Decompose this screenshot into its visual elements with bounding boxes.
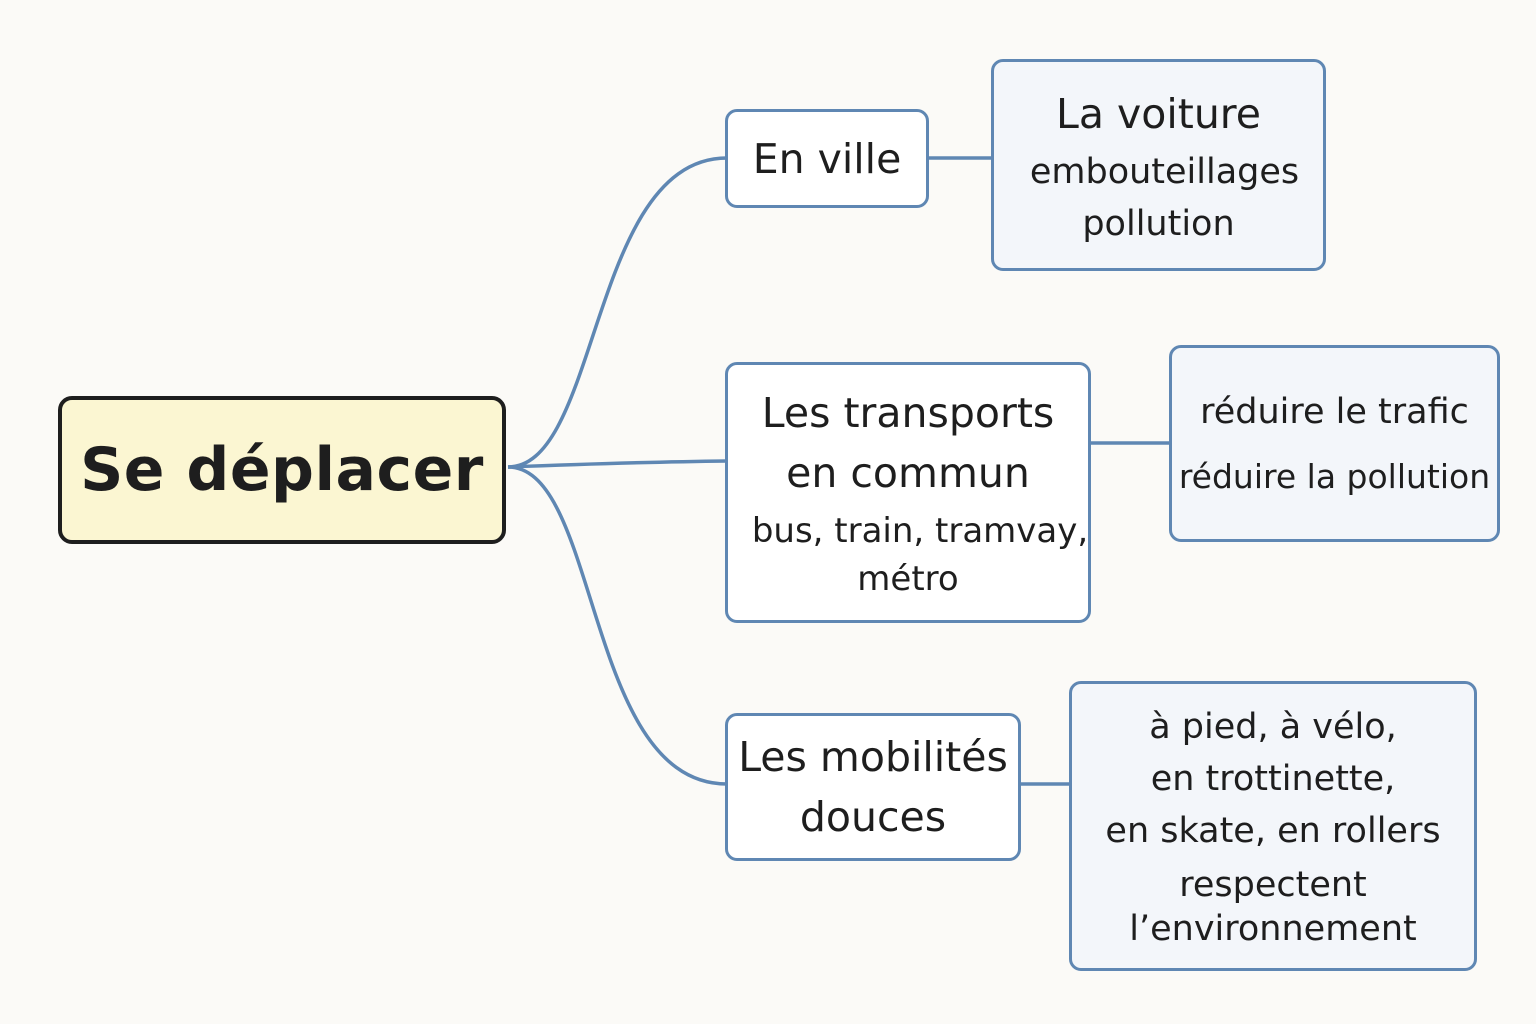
detail-node-modes-doux[interactable]: à pied, à vélo, en trottinette, en skate…: [1069, 681, 1477, 971]
link-root-mobilites: [507, 465, 728, 786]
detail-line: embouteillages: [1029, 152, 1300, 192]
detail-node-la-voiture[interactable]: La voiture embouteillages pollution: [991, 59, 1326, 271]
branch-title: en commun: [786, 448, 1030, 497]
branch-subtitle: bus, train, tramvay,: [751, 510, 1089, 551]
branch-title: Les transports: [761, 388, 1055, 437]
detail-line: réduire le trafic: [1200, 391, 1469, 432]
branch-node-transports-en-commun[interactable]: Les transports en commun bus, train, tra…: [725, 362, 1091, 623]
link-root-transports: [507, 459, 728, 469]
detail-line: respectent: [1179, 865, 1367, 905]
root-label: Se déplacer: [80, 435, 484, 505]
root-node[interactable]: Se déplacer: [58, 396, 506, 544]
branch-node-en-ville[interactable]: En ville: [725, 109, 929, 208]
link-root-ville: [507, 156, 728, 469]
detail-line: réduire la pollution: [1178, 456, 1491, 496]
detail-line: en skate, en rollers: [1105, 811, 1441, 851]
detail-node-reduire[interactable]: réduire le trafic réduire la pollution: [1169, 345, 1500, 542]
branch-node-mobilites-douces[interactable]: Les mobilités douces: [725, 713, 1021, 861]
detail-line: à pied, à vélo,: [1149, 707, 1397, 747]
detail-line: en trottinette,: [1150, 759, 1396, 799]
detail-line: pollution: [1082, 204, 1235, 244]
detail-title: La voiture: [1056, 90, 1261, 138]
branch-title: douces: [799, 793, 947, 841]
branch-title: En ville: [752, 134, 902, 183]
branch-title: Les mobilités: [738, 733, 1008, 781]
branch-subtitle: métro: [857, 558, 959, 599]
detail-line: l’environnement: [1129, 909, 1417, 949]
